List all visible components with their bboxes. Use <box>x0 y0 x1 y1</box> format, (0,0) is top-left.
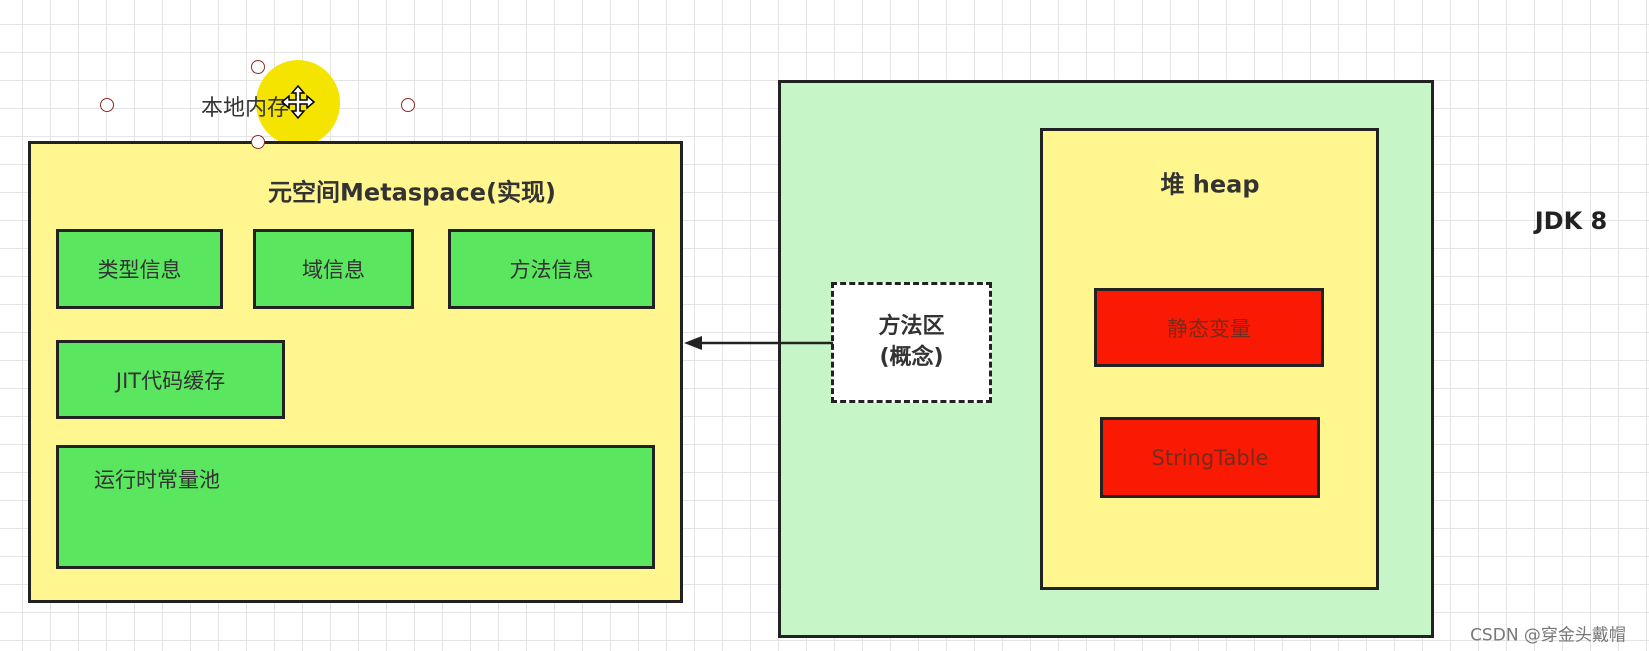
native-memory-label[interactable]: 本地内存 <box>200 96 290 121</box>
method-area-label: 方法区 <box>878 313 945 339</box>
runtime-constant-pool-box[interactable]: 运行时常量池 <box>56 445 655 569</box>
method-area-sublabel: (概念) <box>879 344 944 370</box>
arrow-head-icon <box>684 336 702 350</box>
arrow-connector[interactable] <box>680 333 835 353</box>
resize-handle-bottom[interactable] <box>251 135 265 149</box>
watermark: CSDN @穿金头戴帽 <box>1470 625 1626 646</box>
resize-handle-top[interactable] <box>251 60 265 74</box>
field-info-box[interactable]: 域信息 <box>253 229 414 309</box>
method-info-box[interactable]: 方法信息 <box>448 229 655 309</box>
metaspace-title: 元空间Metaspace(实现) <box>268 178 556 207</box>
type-info-box[interactable]: 类型信息 <box>56 229 223 309</box>
move-cursor-icon <box>280 84 316 120</box>
heap-title: 堆 heap <box>1160 170 1260 199</box>
jdk-version-label: JDK 8 <box>1534 207 1608 235</box>
method-area-box[interactable]: 方法区 (概念) <box>831 282 992 403</box>
runtime-constant-pool-label: 运行时常量池 <box>94 468 220 492</box>
jit-code-cache-box[interactable]: JIT代码缓存 <box>56 340 285 419</box>
static-variables-box[interactable]: 静态变量 <box>1094 288 1324 367</box>
resize-handle-right[interactable] <box>401 98 415 112</box>
string-table-box[interactable]: StringTable <box>1100 417 1320 498</box>
resize-handle-left[interactable] <box>100 98 114 112</box>
